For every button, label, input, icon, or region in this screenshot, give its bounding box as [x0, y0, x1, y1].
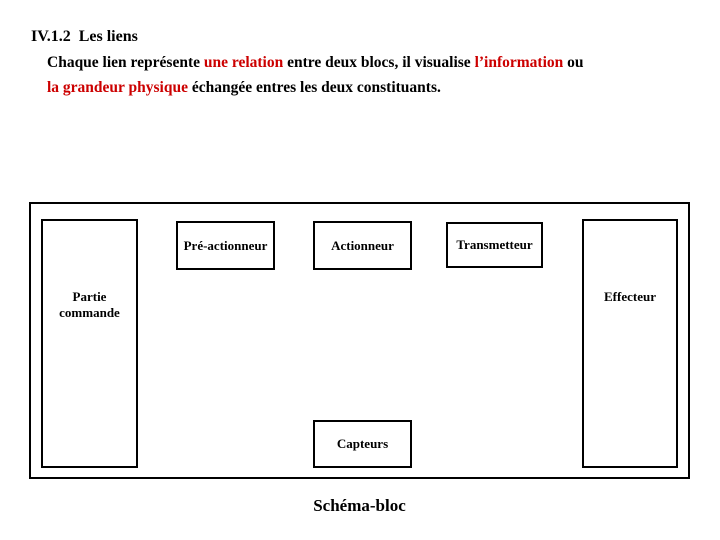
block-capteurs-label: Capteurs	[336, 436, 389, 451]
block-capteurs: Capteurs	[313, 420, 412, 468]
slide-title: IV.1.2 Les liens	[31, 28, 138, 45]
block-pre-actionneur-label: Pré-actionneur	[183, 237, 268, 253]
block-actionneur: Actionneur	[313, 221, 412, 270]
block-effecteur: Effecteur	[582, 219, 678, 468]
block-transmetteur-label: Transmetteur	[456, 237, 533, 252]
paragraph-emphasis-une-relation: une relation	[203, 54, 284, 71]
paragraph-text: entre deux blocs, il visualise	[283, 54, 475, 71]
block-effecteur-label: Effecteur	[604, 289, 656, 304]
block-actionneur-label: Actionneur	[331, 237, 394, 253]
paragraph-line-1: Chaque lien représente une relation entr…	[47, 50, 697, 75]
block-partie-commande: Partie commande	[41, 219, 138, 468]
paragraph-text: Chaque lien représente	[47, 54, 204, 71]
paragraph-emphasis-grandeur-physique: la grandeur physique	[47, 79, 188, 96]
block-transmetteur: Transmetteur	[446, 222, 543, 268]
paragraph-text: échangée entres les deux constituants.	[187, 79, 441, 96]
block-partie-commande-label: Partie commande	[59, 289, 120, 320]
diagram-caption: Schéma-bloc	[313, 496, 406, 515]
paragraph-emphasis-information: l’information	[474, 54, 564, 71]
slide-paragraph: Chaque lien représente une relation entr…	[47, 50, 697, 100]
block-pre-actionneur: Pré-actionneur	[176, 221, 275, 270]
paragraph-text: ou	[563, 54, 584, 71]
paragraph-line-2: la grandeur physique échangée entres les…	[47, 75, 697, 100]
